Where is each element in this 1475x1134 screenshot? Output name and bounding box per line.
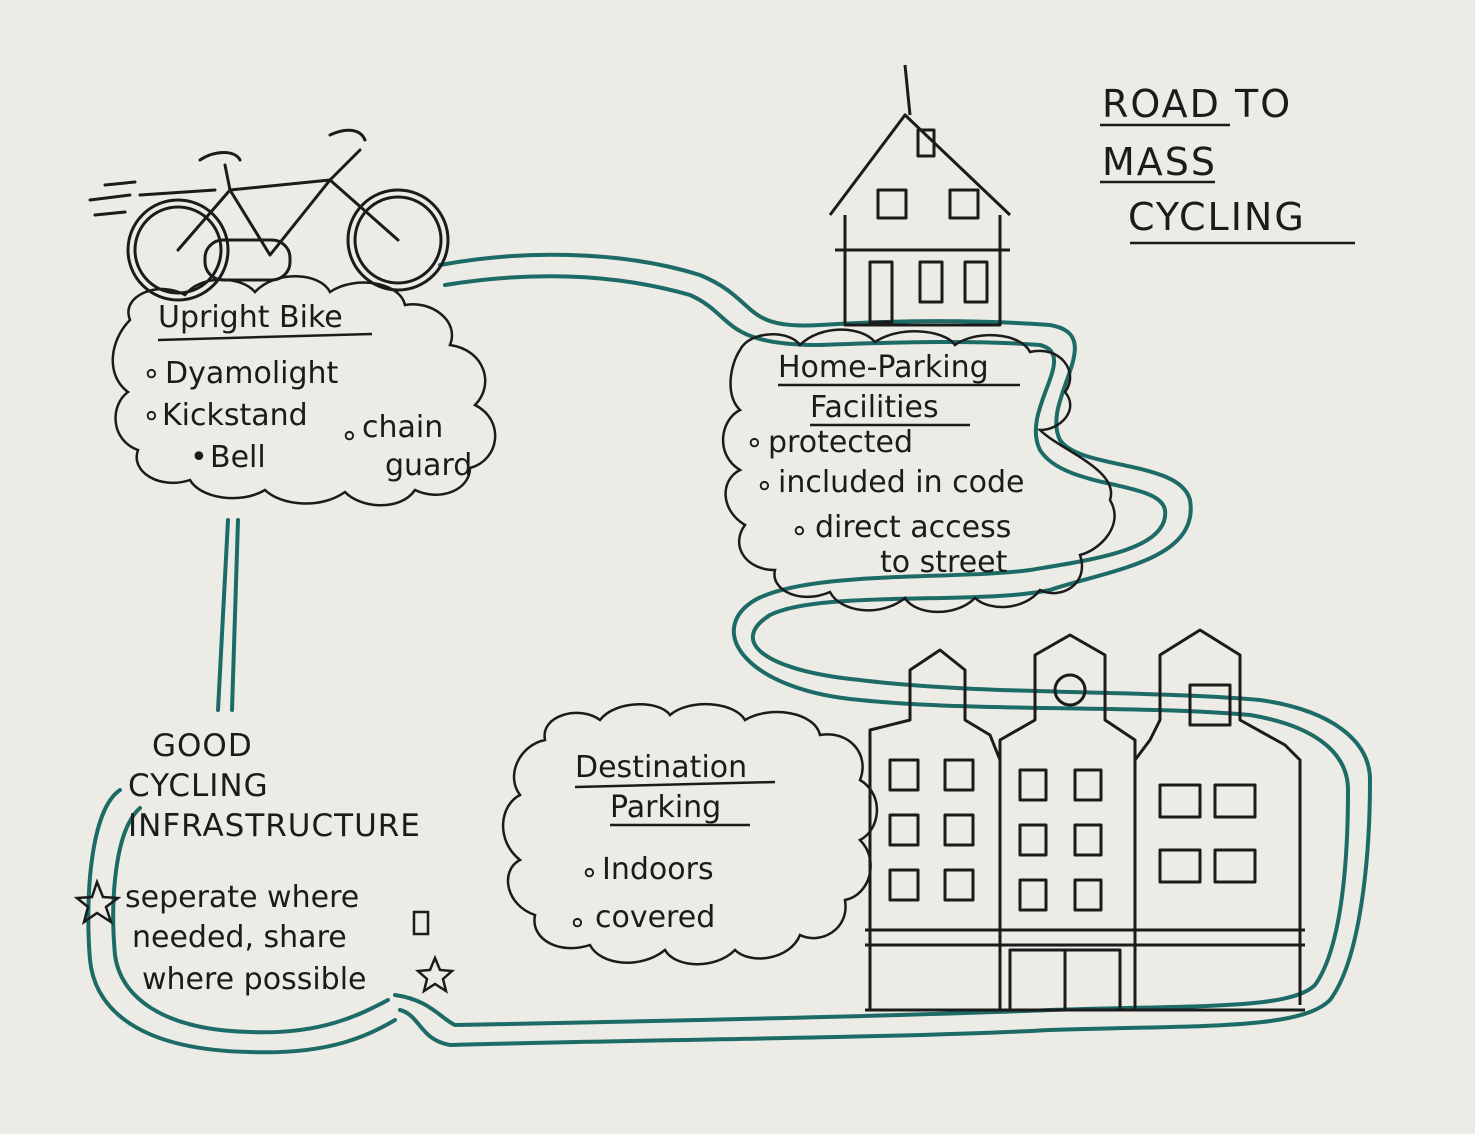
mark-icon — [412, 910, 430, 936]
road-vertical-b — [230, 518, 240, 712]
destination-note-item: covered — [595, 900, 716, 935]
road-left-loop-outer — [86, 788, 397, 1055]
house-icon — [828, 64, 1012, 327]
destination-note-bullet: ∘ — [568, 905, 587, 940]
star-icon — [73, 878, 122, 925]
infrastructure-item: where possible — [142, 962, 367, 997]
road-left-loop-inner — [111, 806, 390, 1035]
home-note-bullet: ∘ — [790, 513, 809, 548]
destination-note-item: Indoors — [602, 852, 714, 887]
home-note-item: protected — [768, 425, 914, 460]
bike-note-bullet: ∘ — [142, 356, 161, 391]
road-vertical-a — [216, 518, 230, 712]
home-note-item: to street — [880, 545, 1008, 580]
home-note-bullet: ∘ — [745, 425, 764, 460]
destination-note-bullet: ∘ — [580, 855, 599, 890]
home-note-item: included in code — [778, 465, 1025, 500]
destination-note-heading: Destination — [575, 750, 748, 785]
bike-note-item: chain — [362, 410, 444, 445]
bike-note-item: guard — [385, 448, 473, 483]
infrastructure-heading: INFRASTRUCTURE — [128, 808, 421, 844]
home-note-heading: Facilities — [810, 390, 939, 425]
road-left-edge — [398, 252, 1373, 1048]
home-note-item: direct access — [815, 510, 1012, 545]
bicycle-icon — [88, 128, 450, 302]
bike-note-heading: Upright Bike — [158, 300, 343, 335]
title-line-3: CYCLING — [1128, 195, 1306, 239]
title-line-1: ROAD TO — [1102, 82, 1293, 126]
bike-note-bullet: • — [190, 440, 208, 475]
underlines — [157, 123, 1355, 827]
infrastructure-heading: CYCLING — [128, 768, 269, 804]
bike-note-item: Dyamolight — [165, 356, 339, 391]
bike-note-item: Kickstand — [162, 398, 308, 433]
title-line-2: MASS — [1102, 140, 1218, 184]
infrastructure-item: seperate where — [125, 880, 360, 915]
bike-note-cloud — [111, 275, 497, 507]
infrastructure-item: needed, share — [132, 920, 347, 955]
star-icon — [414, 954, 456, 994]
canal-houses-icon — [865, 628, 1305, 1012]
star-icons — [73, 878, 456, 994]
home-note-heading: Home-Parking — [778, 350, 989, 385]
destination-note-heading: Parking — [610, 790, 722, 825]
bike-note-bullet: ∘ — [340, 418, 359, 453]
infrastructure-heading: GOOD — [152, 728, 253, 764]
bike-note-item: Bell — [210, 440, 266, 475]
home-note-bullet: ∘ — [755, 468, 774, 503]
home-note-cloud — [721, 328, 1116, 614]
bike-note-bullet: ∘ — [142, 398, 161, 433]
destination-note-cloud — [501, 702, 879, 966]
